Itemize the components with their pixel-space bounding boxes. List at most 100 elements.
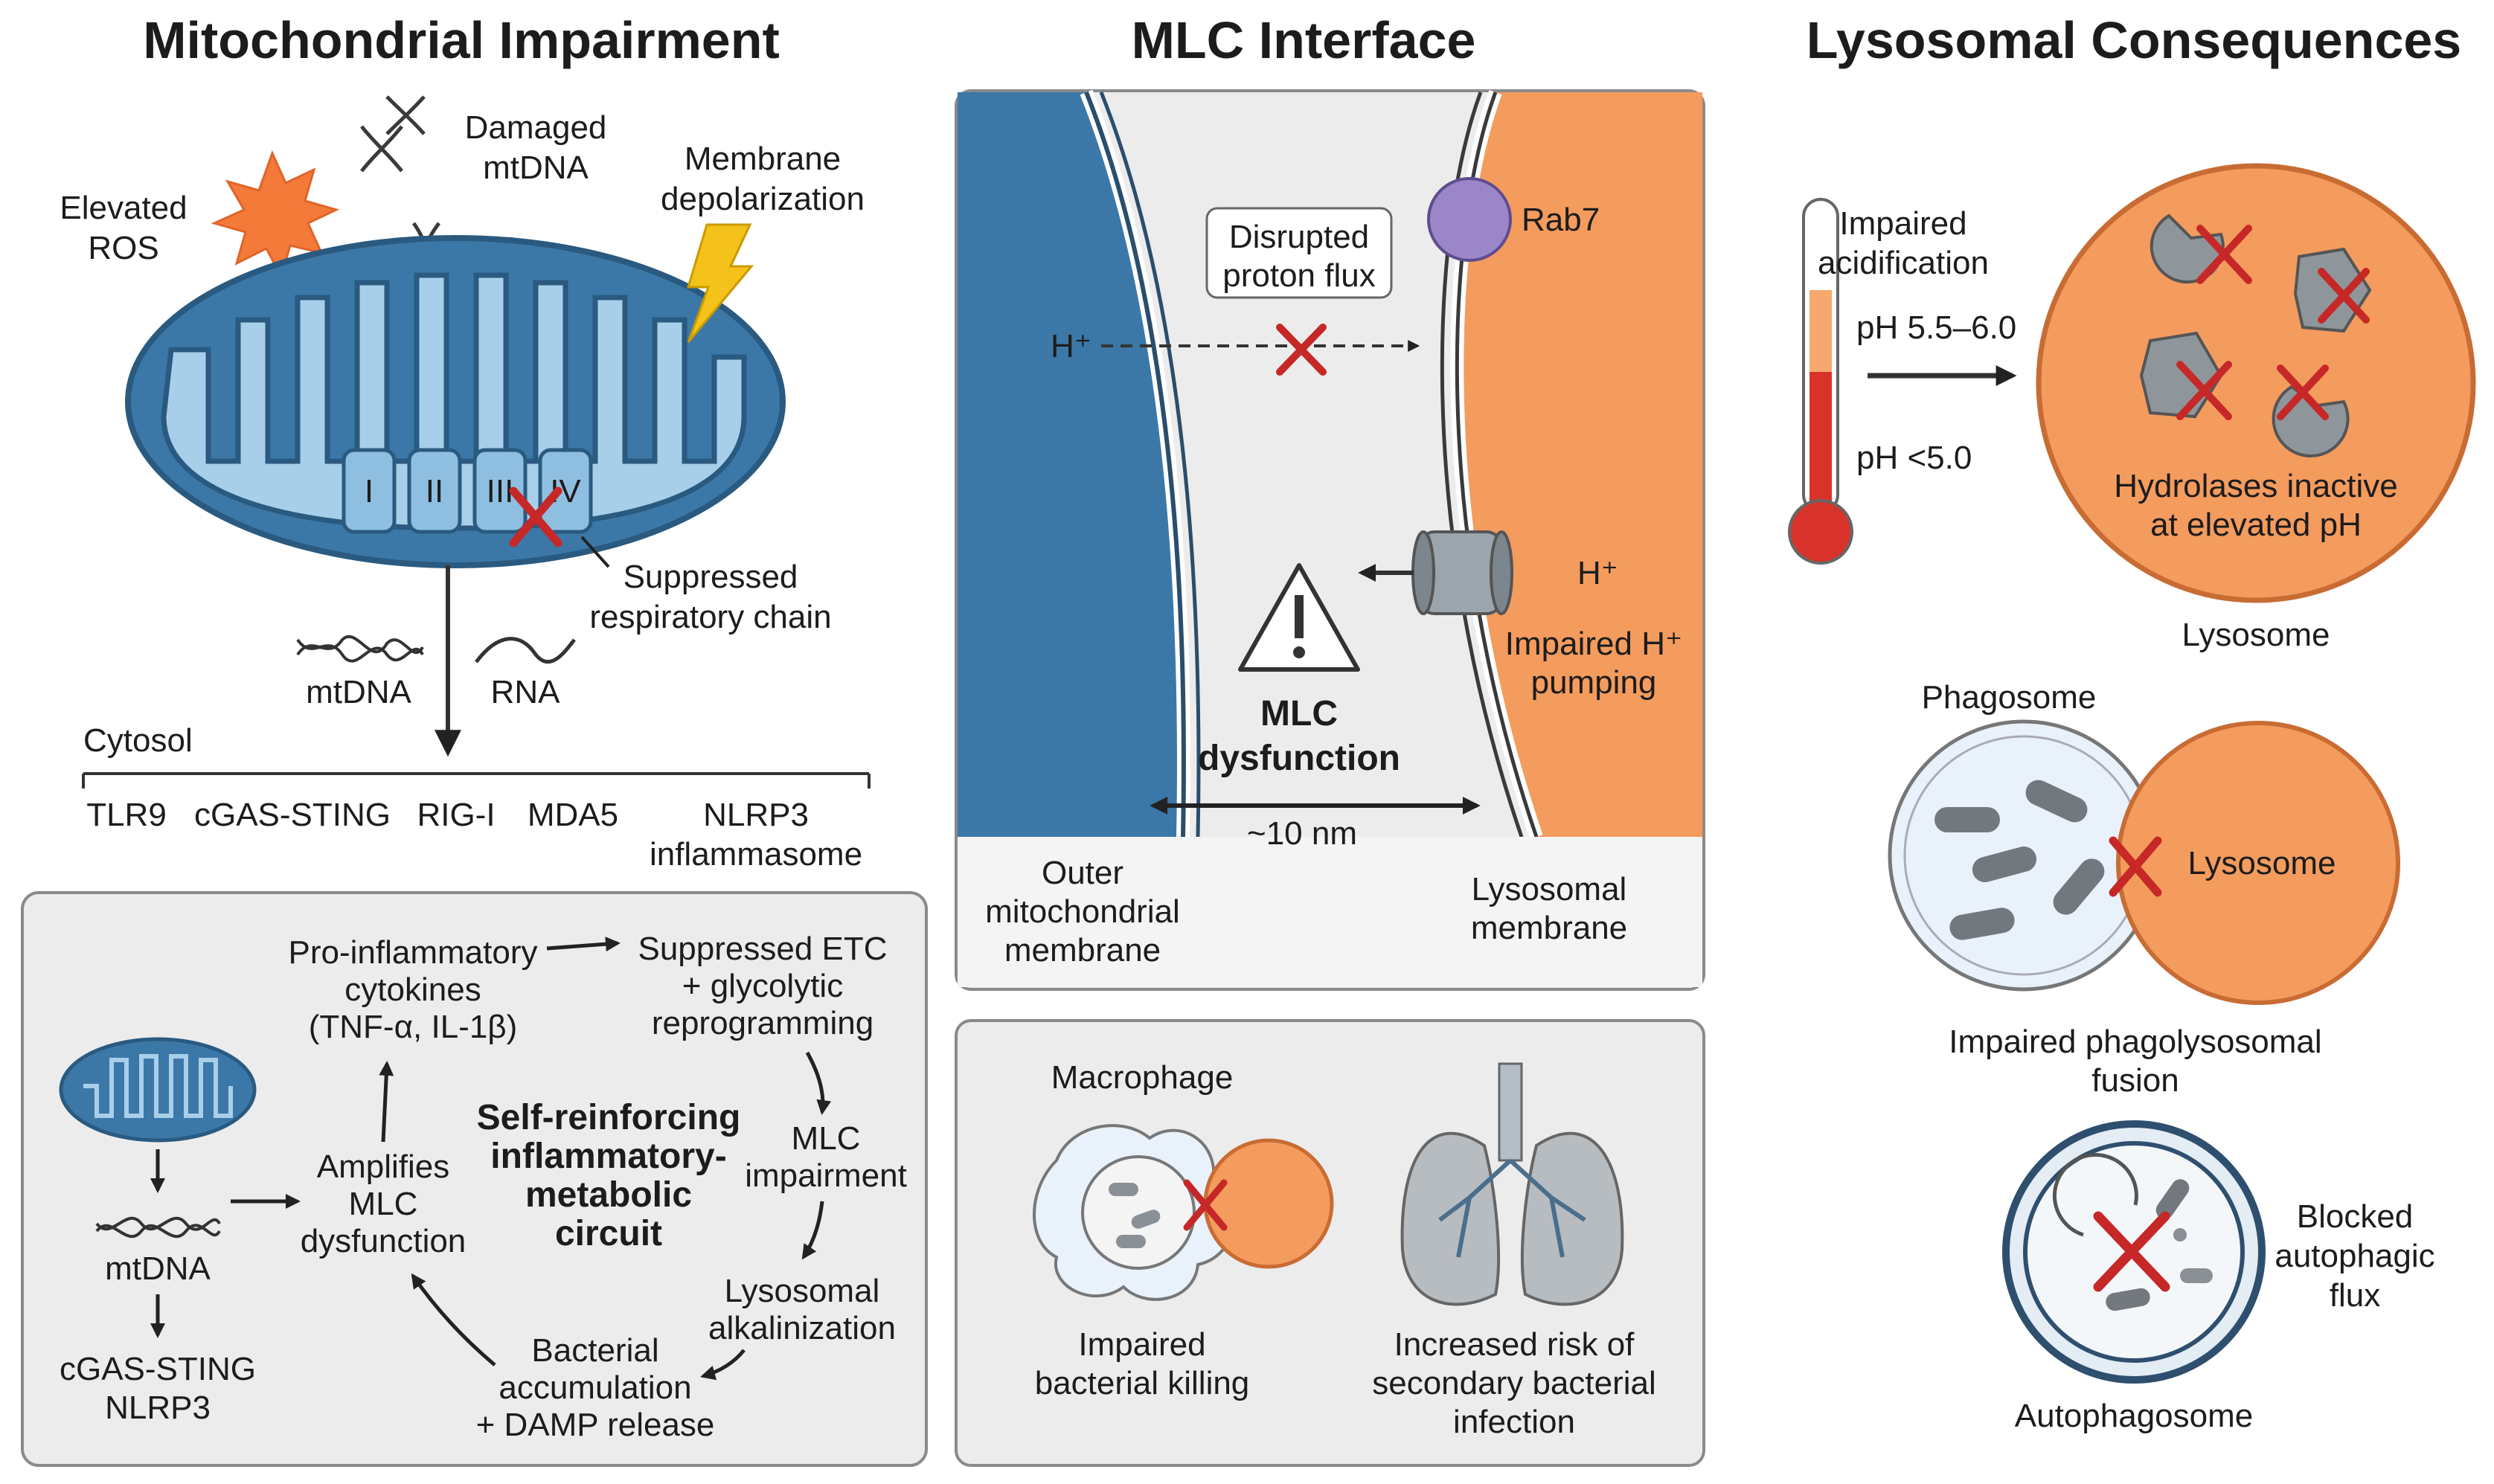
rna-label: RNA <box>491 674 561 710</box>
blocked-label-2: autophagic <box>2275 1238 2434 1274</box>
rab7-icon <box>1427 177 1512 262</box>
acid-label-2: acidification <box>1818 245 1989 281</box>
fusion-label-2: fusion <box>2091 1062 2179 1099</box>
ph-high-label: pH 5.5–6.0 <box>1856 309 2016 346</box>
suppressed-pointer <box>580 536 610 568</box>
lysomem-label-2: membrane <box>1471 910 1627 946</box>
mtdna-label: mtDNA <box>306 674 411 710</box>
depol-label-2: depolarization <box>661 181 865 217</box>
arrow <box>411 1273 496 1366</box>
center-label-3: metabolic <box>525 1175 692 1215</box>
autophagosome-label: Autophagosome <box>2015 1398 2253 1434</box>
macrophage-label: Macrophage <box>1051 1059 1234 1096</box>
circuit-box <box>21 891 928 1467</box>
fusion-label-1: Impaired phagolysosomal <box>1949 1024 2321 1060</box>
suppressed-label-1: Suppressed <box>624 559 798 595</box>
complex-label: II <box>426 473 443 510</box>
complex-ii <box>407 448 462 534</box>
lyso2-label: Lysosome <box>2188 845 2336 881</box>
pumping-label-2: pumping <box>1531 664 1657 701</box>
sensor-label: TLR9 <box>86 797 167 833</box>
phagosome-small-icon <box>1081 1155 1196 1270</box>
flux-label-2: proton flux <box>1222 257 1375 294</box>
mlc-label-1: MLC <box>792 1120 861 1157</box>
suppressed-label-2: respiratory chain <box>589 599 831 635</box>
cytokines-label-3: (TNF-α, IL-1β) <box>309 1009 518 1045</box>
autophagosome-cargo-icon <box>2053 1153 2213 1311</box>
flux-label-1: Disrupted <box>1229 219 1369 255</box>
rna-icon <box>475 637 576 664</box>
lightning-icon <box>686 223 754 343</box>
hydrolases-label-2: at elevated pH <box>2150 507 2362 543</box>
infection-label-2: secondary bacterial <box>1372 1365 1656 1401</box>
blocked-label-1: Blocked <box>2297 1198 2414 1235</box>
bacteria-small-icon <box>1109 1183 1161 1248</box>
mlc-panel: MLC Interface Disrupted proton flux H⁺ R… <box>955 11 1705 991</box>
outer-membrane-edge <box>1084 91 1186 838</box>
amplifies-label-3: dysfunction <box>301 1223 467 1259</box>
complex-label: I <box>365 473 374 510</box>
warning-icon <box>1238 563 1360 672</box>
ros-label-1: Elevated <box>60 190 187 226</box>
amplifies-label-1: Amplifies <box>317 1149 450 1185</box>
mito-title: Mitochondrial Impairment <box>143 11 780 69</box>
hplus2-label: H⁺ <box>1577 555 1618 591</box>
arrow <box>801 1201 824 1260</box>
mito-membrane-fill <box>958 92 1184 837</box>
phagosome-label: Phagosome <box>1922 679 2097 716</box>
damaged-label-1: Damaged <box>465 109 607 146</box>
small-dna-icon <box>95 1216 221 1239</box>
mlc-label-2: impairment <box>745 1157 907 1194</box>
arrow <box>700 1349 746 1381</box>
ph-low-label: pH <5.0 <box>1856 440 1972 476</box>
lyso-title: Lysosomal Consequences <box>1807 11 2461 69</box>
arrow <box>379 1061 394 1143</box>
acid-label-1: Impaired <box>1839 205 1966 242</box>
fusion-cross-icon <box>2109 836 2162 897</box>
macro-cross-icon <box>1183 1179 1228 1231</box>
sensor-label: cGAS-STING <box>194 797 391 833</box>
arrow <box>805 1051 832 1115</box>
killing-label-2: bacterial killing <box>1035 1365 1250 1401</box>
mito-panel: Mitochondrial Impairment Elevated ROS Da… <box>60 11 871 873</box>
depol-label-1: Membrane <box>685 141 841 177</box>
outer-label-3: membrane <box>1004 932 1161 969</box>
damaged-label-2: mtDNA <box>483 150 589 186</box>
etc-label-1: Suppressed ETC <box>638 931 887 967</box>
infection-label-3: infection <box>1453 1404 1575 1440</box>
phagosome-bacteria-icon <box>1934 780 2105 940</box>
respiratory-complexes: I II III IV <box>342 448 593 534</box>
complex-iii <box>472 448 528 534</box>
circuit-panel: mtDNA cGAS-STING NLRP3 Pro-inflammatory … <box>21 891 928 1467</box>
circuit-mtdna-label: mtDNA <box>105 1250 211 1287</box>
complex-iv <box>538 448 593 534</box>
sensor-label: RIG-I <box>417 797 495 833</box>
alkal-label-2: alkalinization <box>708 1310 896 1346</box>
lysosome2-icon <box>2116 721 2400 1005</box>
blocked-label-3: flux <box>2330 1277 2380 1314</box>
bacterial-label-2: accumulation <box>499 1369 691 1406</box>
mlc-title: MLC Interface <box>1132 11 1476 69</box>
autophagy-cross-icon <box>2093 1211 2170 1292</box>
complex-cross-icon <box>509 486 562 547</box>
killing-label-1: Impaired <box>1078 1326 1205 1363</box>
bacterial-label-1: Bacterial <box>531 1332 658 1369</box>
ros-label-2: ROS <box>88 230 158 266</box>
hydrolase-cross-icons <box>2176 225 2370 420</box>
cytokines-label-2: cytokines <box>344 971 481 1008</box>
complex-i <box>342 448 397 534</box>
outer-label-1: Outer <box>1042 855 1123 891</box>
flux-box <box>1205 207 1393 299</box>
center-label-4: circuit <box>555 1214 662 1253</box>
sensor-extra-label: inflammasome <box>650 836 862 873</box>
dysfunction-label-1: MLC <box>1260 694 1338 733</box>
lyso-membrane-fill <box>1457 92 1702 837</box>
lungs-icon <box>1400 1062 1624 1306</box>
cytosol-label: Cytosol <box>83 722 193 759</box>
dysfunction-label-2: dysfunction <box>1198 739 1400 778</box>
macrophage-panel: Macrophage Impaired bacterial killing In… <box>955 1019 1705 1467</box>
distance-label: ~10 nm <box>1247 815 1357 852</box>
outer-membrane-edge-2 <box>1099 91 1201 838</box>
center-label-1: Self-reinforcing <box>477 1098 741 1137</box>
